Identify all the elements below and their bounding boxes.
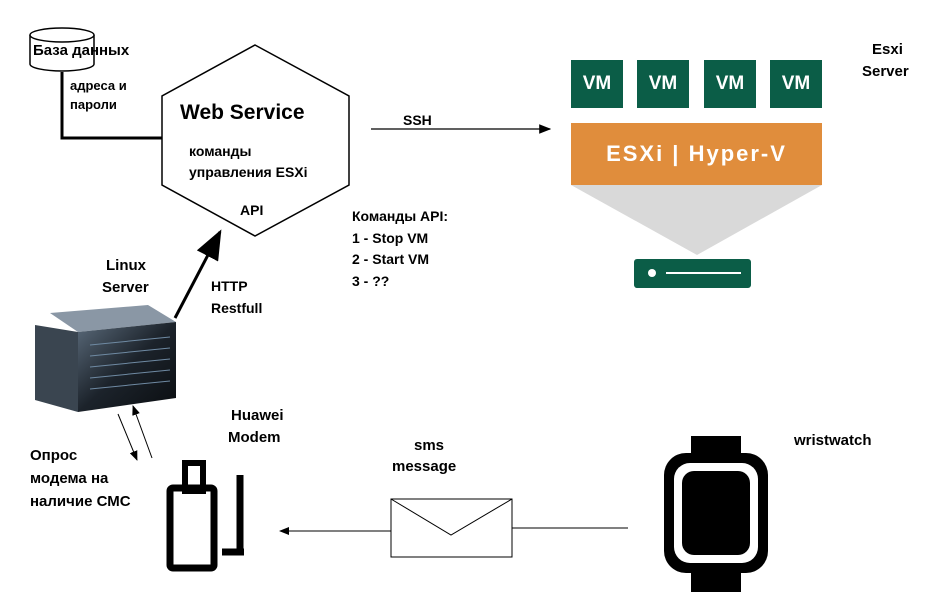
web-service-api-label: API [240, 202, 264, 218]
api-command-item: 1 - Stop VM [352, 230, 429, 246]
http-label-line2: Restfull [211, 300, 263, 316]
vm-block: VM [637, 60, 689, 108]
usb-modem-icon [166, 460, 244, 572]
linux-server-line2: Server [102, 279, 149, 296]
poll-label-line3: наличие СМС [30, 493, 131, 510]
database-icon [29, 27, 95, 72]
database-note-line1: адреса и [70, 78, 127, 93]
api-commands-heading: Команды API: [352, 208, 449, 224]
esxi-server-line2: Server [862, 63, 909, 80]
linux-server-line1: Linux [106, 257, 146, 274]
poll-arrow-down [117, 413, 138, 461]
api-command-item: 2 - Start VM [352, 251, 430, 267]
linux-server-icon [35, 305, 176, 412]
modem-label-line2: Modem [228, 429, 281, 446]
vm-block: VM [770, 60, 822, 108]
db-connector-line [60, 72, 162, 140]
ssh-label: SSH [403, 112, 432, 128]
web-service-cmd-line2: управления ESXi [189, 164, 308, 180]
vm-block: VM [704, 60, 756, 108]
vm-block: VM [571, 60, 623, 108]
api-command-item: 3 - ?? [352, 273, 390, 289]
web-service-hexagon [161, 44, 350, 237]
wristwatch-label: wristwatch [794, 432, 872, 449]
database-label: База данных [33, 42, 130, 59]
poll-label-line1: Опрос [30, 447, 78, 464]
http-arrow [173, 229, 222, 319]
esxi-funnel [571, 185, 822, 255]
sms-label-line2: message [392, 458, 457, 475]
sms-label-line1: sms [414, 437, 445, 454]
server-bar-icon [634, 259, 751, 288]
wristwatch-icon [664, 436, 768, 592]
hypervisor-bar: ESXi | Hyper-V [571, 123, 822, 185]
web-service-title: Web Service [180, 101, 305, 124]
modem-label-line1: Huawei [231, 407, 284, 424]
http-label-line1: HTTP [211, 278, 248, 294]
web-service-cmd-line1: команды [189, 143, 252, 159]
esxi-server-line1: Esxi [872, 41, 903, 58]
poll-arrow-up [132, 405, 153, 459]
poll-label-line2: модема на [30, 470, 109, 487]
database-note-line2: пароли [70, 97, 117, 112]
envelope-icon [390, 498, 513, 558]
